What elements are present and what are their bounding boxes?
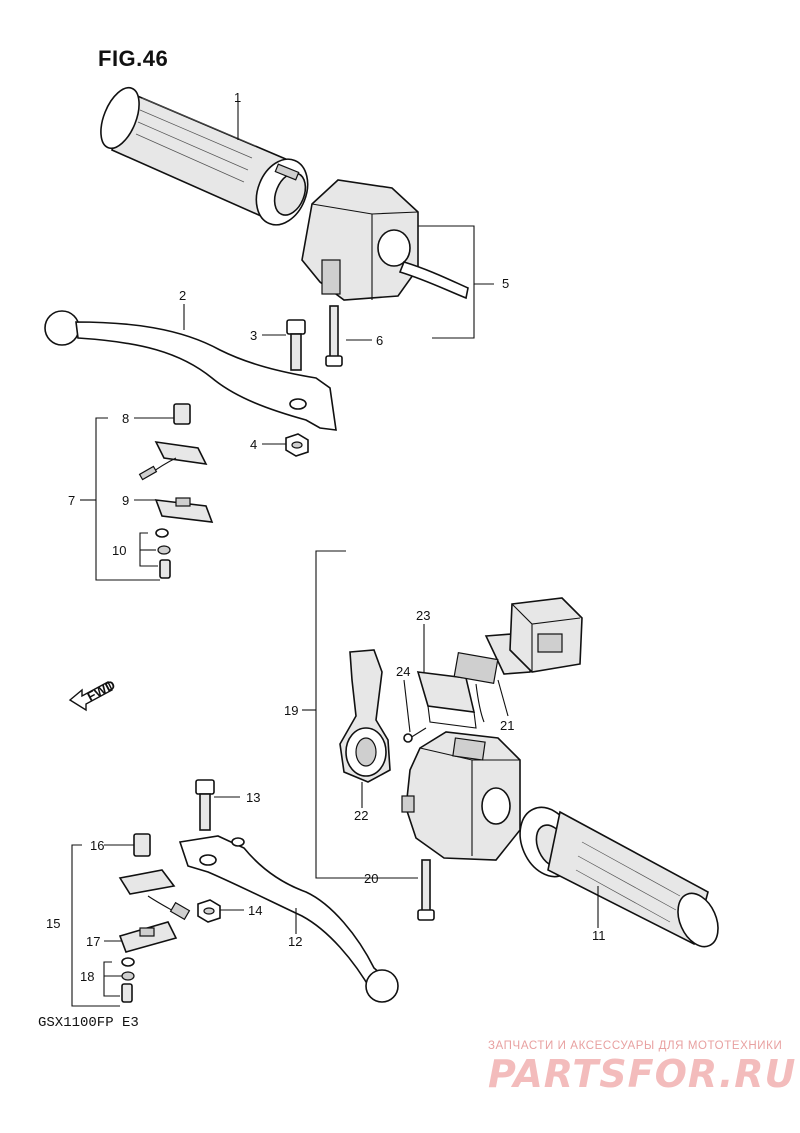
callout-labels: 1 2 3 4 5 6 7 8 9 10 11 12 13 14 15 16 1… (46, 90, 606, 984)
part-1-throttle-grip[interactable] (93, 82, 317, 232)
callout-24: 24 (396, 664, 410, 679)
part-4-nut[interactable] (285, 433, 309, 457)
part-14-nut[interactable] (197, 899, 221, 923)
fwd-arrow-icon: FWD (68, 677, 118, 712)
callout-4: 4 (250, 437, 257, 452)
part-13-pivot-bolt[interactable] (195, 779, 215, 831)
part-15-clutch-switch[interactable] (118, 869, 191, 921)
callout-3: 3 (250, 328, 257, 343)
part-21-switch-knob[interactable] (509, 597, 583, 673)
part-24-screw[interactable] (403, 727, 427, 743)
part-18-screw-washer[interactable] (121, 957, 135, 1003)
leader-lines (71, 102, 599, 1007)
part-11-left-grip[interactable] (510, 799, 726, 953)
callout-21: 21 (500, 718, 514, 733)
part-12-clutch-lever[interactable] (178, 835, 399, 1003)
model-code: GSX1100FP E3 (38, 1015, 139, 1031)
callout-5: 5 (502, 276, 509, 291)
part-23-switch-cover[interactable] (416, 671, 477, 729)
callout-1: 1 (234, 90, 241, 105)
part-7-front-stop-switch[interactable] (138, 440, 208, 481)
figure-title: FIG.46 (98, 46, 169, 71)
part-9-switch-holder[interactable] (154, 497, 214, 523)
callout-17: 17 (86, 934, 100, 949)
callout-18: 18 (80, 969, 94, 984)
part-5-right-switch-housing[interactable] (301, 179, 469, 301)
callout-10: 10 (112, 543, 126, 558)
left-switch-housing[interactable] (401, 731, 521, 861)
part-17-switch-holder[interactable] (118, 921, 178, 953)
callout-14: 14 (248, 903, 262, 918)
callout-22: 22 (354, 808, 368, 823)
part-6-screw[interactable] (325, 305, 343, 367)
callout-8: 8 (122, 411, 129, 426)
callout-13: 13 (246, 790, 260, 805)
callout-7: 7 (68, 493, 75, 508)
callout-15: 15 (46, 916, 60, 931)
callout-16: 16 (90, 838, 104, 853)
callout-2: 2 (179, 288, 186, 303)
part-3-pivot-bolt[interactable] (286, 319, 306, 371)
part-22-bracket[interactable] (339, 649, 391, 783)
part-20-screw[interactable] (417, 859, 435, 921)
watermark-tagline: ЗАПЧАСТИ И АКСЕССУАРЫ ДЛЯ МОТОТЕХНИКИ (488, 1040, 783, 1052)
callout-23: 23 (416, 608, 430, 623)
part-10-screw-washer[interactable] (155, 528, 171, 579)
watermark-brand: PARTSFOR.RU (488, 1052, 797, 1096)
part-8-switch-terminal[interactable] (173, 403, 191, 425)
fwd-label: FWD (84, 677, 117, 704)
callout-9: 9 (122, 493, 129, 508)
callout-6: 6 (376, 333, 383, 348)
callout-20: 20 (364, 871, 378, 886)
callout-11: 11 (592, 928, 606, 943)
callout-19: 19 (284, 703, 298, 718)
callout-12: 12 (288, 934, 302, 949)
part-2-brake-lever[interactable] (44, 310, 337, 431)
part-16-switch-terminal[interactable] (133, 833, 151, 857)
